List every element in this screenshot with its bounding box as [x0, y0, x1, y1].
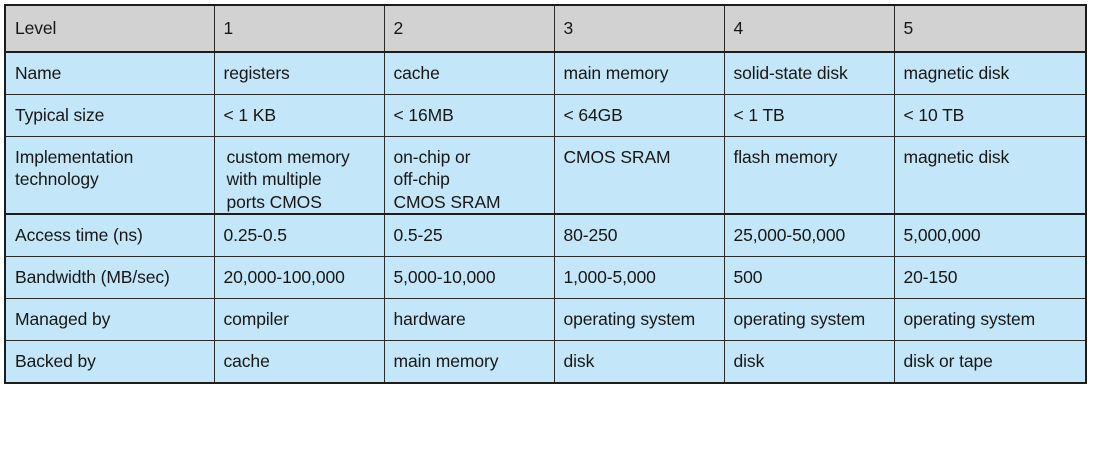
cell-line-3: ports CMOS [226, 191, 322, 212]
cell-typical-size-level-5: < 10 TB [893, 94, 1087, 137]
cell-backed-by-level-1: cache [213, 340, 385, 384]
header-cell-level-1: 1 [213, 4, 385, 53]
cell-implementation-technology-level-1: custom memory with multiple ports CMOS [213, 136, 385, 215]
cell-typical-size-level-1: < 1 KB [213, 94, 385, 137]
cell-access-time-level-2: 0.5-25 [383, 213, 555, 258]
row-label-access-time: Access time (ns) [4, 213, 215, 258]
table-row-name: Name registers cache main memory solid-s… [4, 51, 1087, 95]
cell-typical-size-level-3: < 64GB [553, 94, 725, 137]
cell-line-1: magnetic disk [903, 147, 1010, 167]
cell-line-2: off-chip [393, 169, 450, 190]
cell-access-time-level-4: 25,000-50,000 [723, 213, 895, 258]
cell-bandwidth-level-2: 5,000-10,000 [383, 256, 555, 300]
header-cell-level-2: 2 [383, 4, 555, 53]
cell-line-1: on-chip or [393, 147, 471, 167]
cell-implementation-technology-level-2: on-chip or off-chip CMOS SRAM [383, 136, 555, 215]
row-label-typical-size: Typical size [4, 94, 215, 137]
header-cell-level-4: 4 [723, 4, 895, 53]
header-cell-level-5: 5 [893, 4, 1087, 53]
cell-backed-by-level-2: main memory [383, 340, 555, 384]
header-cell-level-label: Level [4, 4, 215, 53]
cell-line-1: custom memory [226, 147, 350, 167]
row-label-line-1: Implementation [15, 147, 134, 167]
cell-bandwidth-level-4: 500 [723, 256, 895, 300]
cell-managed-by-level-1: compiler [213, 298, 385, 342]
memory-hierarchy-table-container: Level 1 2 3 4 5 Name registers cache mai… [4, 4, 1087, 385]
table-row-typical-size: Typical size < 1 KB < 16MB < 64GB < 1 TB… [4, 94, 1087, 137]
cell-line-2: with multiple [226, 169, 322, 190]
table-row-backed-by: Backed by cache main memory disk disk di… [4, 340, 1087, 384]
cell-typical-size-level-2: < 16MB [383, 94, 555, 137]
table-header: Level 1 2 3 4 5 [4, 4, 1087, 53]
cell-bandwidth-level-5: 20-150 [893, 256, 1087, 300]
cell-line-1: flash memory [733, 147, 838, 167]
cell-access-time-level-5: 5,000,000 [893, 213, 1087, 258]
cell-name-level-3: main memory [553, 51, 725, 95]
cell-bandwidth-level-3: 1,000-5,000 [553, 256, 725, 300]
cell-backed-by-level-4: disk [723, 340, 895, 384]
table-row-access-time: Access time (ns) 0.25-0.5 0.5-25 80-250 … [4, 213, 1087, 258]
cell-backed-by-level-3: disk [553, 340, 725, 384]
cell-name-level-2: cache [383, 51, 555, 95]
table-row-bandwidth: Bandwidth (MB/sec) 20,000-100,000 5,000-… [4, 256, 1087, 300]
cell-line-1: CMOS SRAM [563, 147, 671, 167]
cell-managed-by-level-5: operating system [893, 298, 1087, 342]
cell-managed-by-level-3: operating system [553, 298, 725, 342]
table-body: Name registers cache main memory solid-s… [4, 51, 1087, 384]
cell-access-time-level-3: 80-250 [553, 213, 725, 258]
row-label-implementation-technology: Implementation technology [4, 136, 215, 215]
cell-backed-by-level-5: disk or tape [893, 340, 1087, 384]
cell-access-time-level-1: 0.25-0.5 [213, 213, 385, 258]
cell-name-level-5: magnetic disk [893, 51, 1087, 95]
cell-typical-size-level-4: < 1 TB [723, 94, 895, 137]
cell-managed-by-level-4: operating system [723, 298, 895, 342]
row-label-managed-by: Managed by [4, 298, 215, 342]
row-label-name: Name [4, 51, 215, 95]
cell-name-level-1: registers [213, 51, 385, 95]
table-row-implementation-technology: Implementation technology custom memory … [4, 136, 1087, 215]
cell-implementation-technology-level-3: CMOS SRAM [553, 136, 725, 215]
cell-implementation-technology-level-5: magnetic disk [893, 136, 1087, 215]
header-cell-level-3: 3 [553, 4, 725, 53]
cell-managed-by-level-2: hardware [383, 298, 555, 342]
table-row-managed-by: Managed by compiler hardware operating s… [4, 298, 1087, 342]
cell-line-3: CMOS SRAM [393, 191, 501, 212]
cell-bandwidth-level-1: 20,000-100,000 [213, 256, 385, 300]
row-label-backed-by: Backed by [4, 340, 215, 384]
table-header-row: Level 1 2 3 4 5 [4, 4, 1087, 53]
cell-implementation-technology-level-4: flash memory [723, 136, 895, 215]
row-label-bandwidth: Bandwidth (MB/sec) [4, 256, 215, 300]
row-label-line-2: technology [15, 169, 99, 190]
cell-name-level-4: solid-state disk [723, 51, 895, 95]
memory-hierarchy-table: Level 1 2 3 4 5 Name registers cache mai… [4, 4, 1087, 385]
